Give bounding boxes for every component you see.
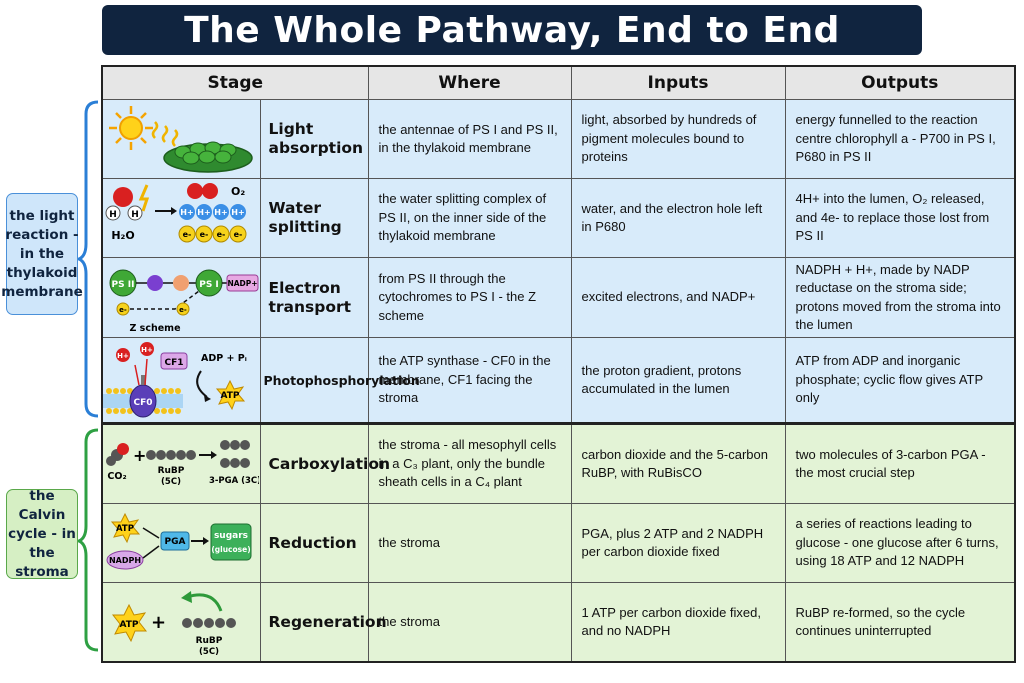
- inputs-cell: light, absorbed by hundreds of pigment m…: [570, 99, 786, 179]
- where-cell: the stroma: [367, 582, 572, 663]
- z-scheme-label: Z scheme: [130, 323, 181, 334]
- photophosphorylation-illustration: CF0 CF1 H+ H+ ADP + Pᵢ ATP: [101, 337, 261, 424]
- five-carbon-label: (5C): [199, 647, 219, 657]
- table-row: ATP NADPH PGA sugars (glucose) Reduction…: [101, 503, 1016, 583]
- hplus-label: H+: [215, 208, 228, 217]
- header-where: Where: [367, 65, 572, 100]
- where-cell: from PS II through the cytochromes to PS…: [367, 257, 572, 338]
- five-carbon-label: (5C): [161, 477, 181, 487]
- inputs-cell: 1 ATP per carbon dioxide fixed, and no N…: [570, 582, 786, 663]
- rubp-label: RuBP: [158, 466, 185, 476]
- light-absorption-illustration: [101, 99, 261, 179]
- cf0-label: CF0: [134, 398, 153, 408]
- atp-label: ATP: [221, 391, 240, 401]
- water-splitting-illustration: H H H₂O O₂ H+ H+ H+ H+: [101, 178, 261, 258]
- table-row: CF0 CF1 H+ H+ ADP + Pᵢ ATP: [101, 337, 1016, 424]
- title-bar: The Whole Pathway, End to End: [102, 5, 922, 55]
- table-row: Light absorption the antennae of PS I an…: [101, 99, 1016, 179]
- electron-label: e-: [200, 230, 209, 239]
- regeneration-illustration: ATP + RuBP (5C): [101, 582, 261, 663]
- stage-name: Water splitting: [259, 178, 369, 258]
- atp-rubp-icon: ATP + RuBP (5C): [112, 591, 237, 657]
- pga-label: 3-PGA (3C): [209, 476, 259, 486]
- hplus-label: H+: [141, 346, 153, 354]
- electron-label: e-: [183, 230, 192, 239]
- co2-rubp-icon: CO₂ + RuBP (5C) 3-PGA (3C): [106, 440, 259, 487]
- where-cell: the ATP synthase - CF0 in the membrane, …: [367, 337, 572, 424]
- header-stage: Stage: [101, 65, 369, 100]
- nadp-label: NADP+: [228, 279, 258, 288]
- stage-name: Electron transport: [259, 257, 369, 338]
- pga-short-label: PGA: [165, 537, 186, 547]
- stage-name: Photophosphorylation: [259, 337, 420, 424]
- carboxylation-illustration: CO₂ + RuBP (5C) 3-PGA (3C): [101, 422, 261, 504]
- hplus-label: H+: [232, 208, 245, 217]
- sugars-label: sugars: [214, 531, 248, 541]
- electron-label: e-: [119, 306, 127, 314]
- adp-label: ADP + Pᵢ: [201, 353, 247, 364]
- light-reaction-bracket: [78, 100, 99, 418]
- atp-label: ATP: [120, 620, 139, 630]
- h-label: H: [109, 210, 117, 220]
- where-cell: the water splitting complex of PS II, on…: [367, 178, 572, 258]
- rubp-label: RuBP: [196, 636, 223, 646]
- glucose-label: (glucose): [212, 545, 251, 554]
- outputs-cell: NADPH + H+, made by NADP reductase on th…: [784, 257, 1016, 338]
- table-row: H H H₂O O₂ H+ H+ H+ H+: [101, 178, 1016, 258]
- nadph-label: NADPH: [109, 556, 141, 565]
- reduction-illustration: ATP NADPH PGA sugars (glucose): [101, 503, 261, 583]
- pathway-table: Stage Where Inputs Outputs: [101, 65, 1017, 663]
- outputs-cell: two molecules of 3-carbon PGA - the most…: [784, 422, 1016, 504]
- inputs-cell: excited electrons, and NADP+: [570, 257, 786, 338]
- header-outputs: Outputs: [784, 65, 1016, 100]
- hplus-label: H+: [181, 208, 194, 217]
- table-header-row: Stage Where Inputs Outputs: [101, 65, 1016, 100]
- hplus-label: H+: [198, 208, 211, 217]
- where-cell: the antennae of PS I and PS II, in the t…: [367, 99, 572, 179]
- table-row: ATP + RuBP (5C) Regeneration the stroma …: [101, 582, 1016, 663]
- co2-label: CO₂: [108, 471, 127, 482]
- plus-sign: +: [133, 446, 146, 465]
- electron-transport-illustration: PS II PS I NADP+ e- e- Z sche: [101, 257, 261, 338]
- inputs-cell: carbon dioxide and the 5-carbon RuBP, wi…: [570, 422, 786, 504]
- light-reaction-label: the light reaction - in the thylakoid me…: [1, 193, 83, 315]
- ps2-label: PS II: [112, 280, 135, 290]
- atp-synthase-icon: CF0 CF1 H+ H+ ADP + Pᵢ ATP: [103, 342, 247, 418]
- inputs-cell: the proton gradient, protons accumulated…: [570, 337, 786, 424]
- table-row: CO₂ + RuBP (5C) 3-PGA (3C) Carbox: [101, 422, 1016, 504]
- where-cell: the stroma - all mesophyll cells in a C₃…: [367, 422, 572, 504]
- inputs-cell: water, and the electron hole left in P68…: [570, 178, 786, 258]
- z-scheme-icon: PS II PS I NADP+ e- e- Z sche: [109, 269, 259, 334]
- electron-label: e-: [217, 230, 226, 239]
- atp-nadph-sugar-icon: ATP NADPH PGA sugars (glucose): [106, 512, 252, 570]
- water-molecule-icon: H H H₂O O₂ H+ H+ H+ H+: [105, 183, 247, 243]
- h-label: H: [131, 210, 139, 220]
- calvin-cycle-bracket: [78, 428, 99, 652]
- stage-name: Light absorption: [259, 99, 369, 179]
- header-inputs: Inputs: [570, 65, 786, 100]
- table-row: PS II PS I NADP+ e- e- Z sche: [101, 257, 1016, 338]
- plus-sign: +: [151, 612, 166, 633]
- outputs-cell: ATP from ADP and inorganic phosphate; cy…: [784, 337, 1016, 424]
- electron-label: e-: [234, 230, 243, 239]
- hplus-label: H+: [117, 352, 129, 360]
- inputs-cell: PGA, plus 2 ATP and 2 NADPH per carbon d…: [570, 503, 786, 583]
- outputs-cell: energy funnelled to the reaction centre …: [784, 99, 1016, 179]
- stage-name: Reduction: [259, 503, 369, 583]
- outputs-cell: 4H+ into the lumen, O₂ released, and 4e-…: [784, 178, 1016, 258]
- outputs-cell: RuBP re-formed, so the cycle continues u…: [784, 582, 1016, 663]
- calvin-cycle-label: the Calvin cycle - in the stroma: [6, 488, 78, 580]
- page-title: The Whole Pathway, End to End: [184, 9, 840, 51]
- cf1-label: CF1: [165, 358, 184, 368]
- o2-label: O₂: [231, 185, 245, 198]
- sun-leaf-icon: [109, 106, 253, 173]
- h2o-label: H₂O: [112, 229, 135, 242]
- atp-label: ATP: [116, 524, 134, 534]
- ps1-label: PS I: [199, 280, 219, 290]
- stage-name: Carboxylation: [259, 422, 390, 504]
- where-cell: the stroma: [367, 503, 572, 583]
- outputs-cell: a series of reactions leading to glucose…: [784, 503, 1016, 583]
- stage-name: Regeneration: [259, 582, 387, 663]
- electron-label: e-: [179, 306, 187, 314]
